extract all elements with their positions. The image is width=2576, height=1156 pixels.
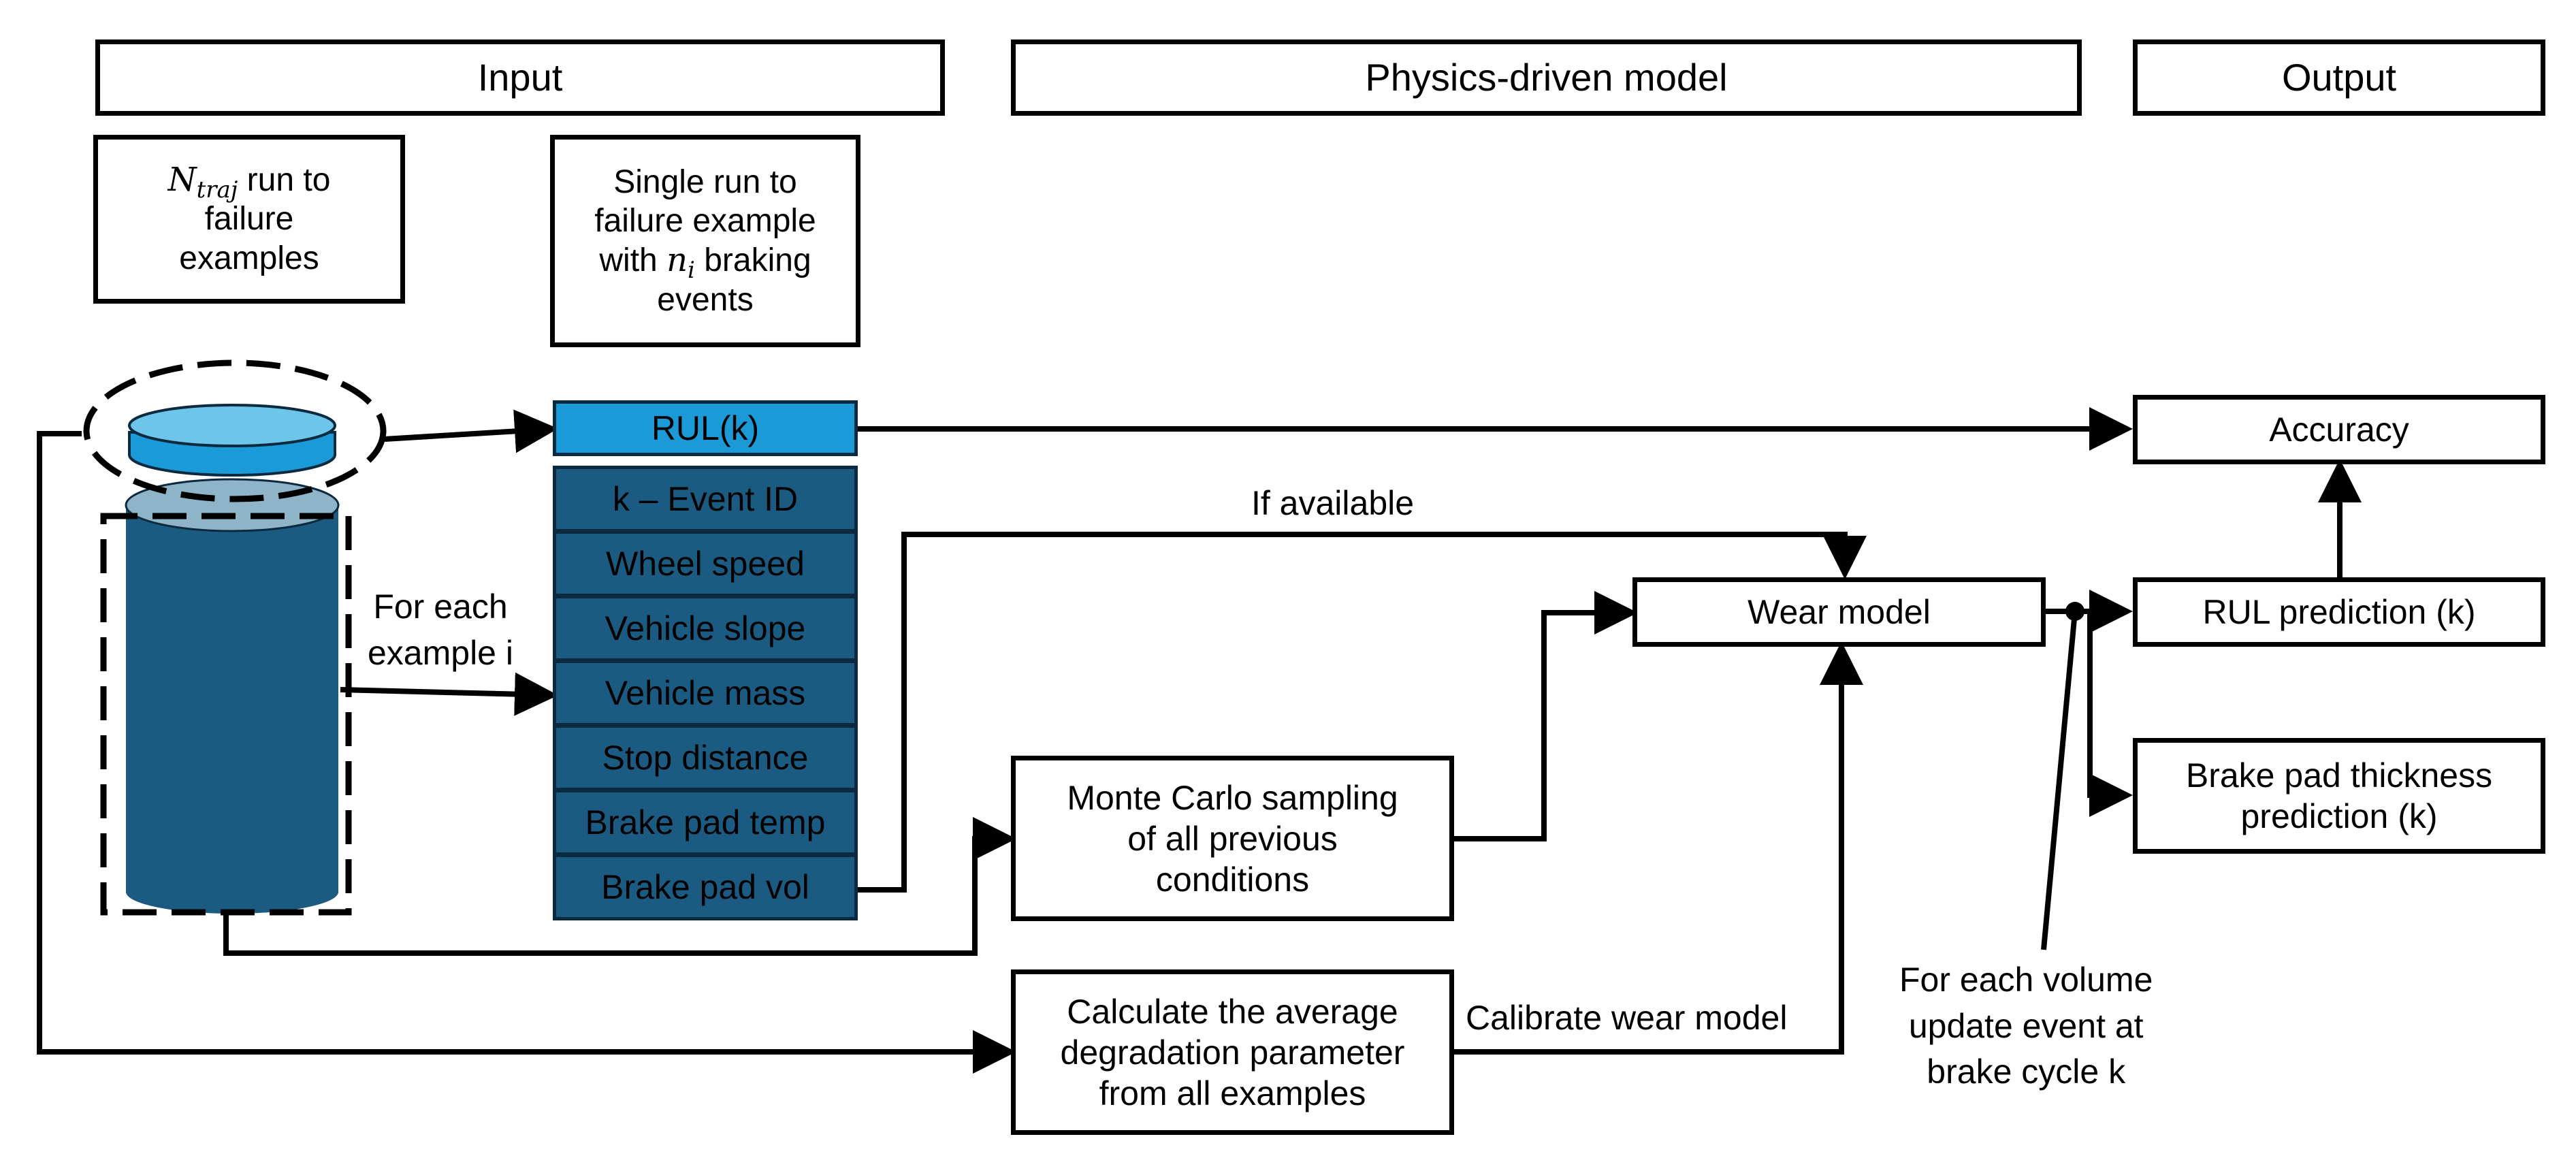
single-braking: braking <box>704 242 811 278</box>
n-traj-rest: run to <box>246 161 331 198</box>
single-run-dashed-outline <box>83 359 387 502</box>
arrow-disc-to-rul <box>384 409 558 453</box>
field-brake-pad-vol: Brake pad vol <box>553 854 858 920</box>
field-wheel-speed: Wheel speed <box>553 530 858 597</box>
volume-line3: brake cycle k <box>1927 1053 2126 1091</box>
brake-pad-thickness-prediction-box: Brake pad thickness prediction (k) <box>2133 738 2545 854</box>
arrow-all-examples-to-monte-carlo <box>223 817 1016 956</box>
single-n-subscript: i <box>687 257 695 284</box>
field-event-id: k – Event ID <box>553 466 858 532</box>
field-vehicle-mass: Vehicle mass <box>553 660 858 726</box>
volume-line2: update event at <box>1908 1006 2144 1045</box>
input-header: Input <box>95 39 945 116</box>
field-brake-pad-temp: Brake pad temp <box>553 789 858 856</box>
n-traj-examples-box: Ntraj run to failure examples <box>93 135 405 304</box>
database-disc-top <box>128 404 336 447</box>
field-vehicle-slope: Vehicle slope <box>553 595 858 662</box>
calc-line2: degradation parameter <box>1060 1033 1405 1072</box>
if-available-label: If available <box>1251 484 1415 522</box>
monte-carlo-line3: conditions <box>1155 860 1310 899</box>
arrow-cylinder-to-fields <box>340 672 558 716</box>
arrow-to-thickness <box>2087 611 2133 817</box>
single-line4: events <box>657 281 754 318</box>
arrow-if-available <box>858 532 1867 893</box>
database-bottom <box>126 870 338 914</box>
calc-line3: from all examples <box>1099 1074 1366 1112</box>
rul-field: RUL(k) <box>553 400 858 456</box>
calc-line1: Calculate the average <box>1067 992 1398 1031</box>
arrow-calibrate-wear-model <box>1454 641 1863 1055</box>
arrow-all-runs-to-calculate <box>37 431 1016 1074</box>
n-traj-line3: examples <box>179 240 319 276</box>
single-line3: with ni braking <box>599 241 811 284</box>
physics-model-header: Physics-driven model <box>1011 39 2082 116</box>
for-each-example-label: For each example i <box>368 584 513 676</box>
n-traj-line2: failure <box>204 201 294 238</box>
rul-prediction-box: RUL prediction (k) <box>2133 577 2545 647</box>
n-traj-line1: Ntraj run to <box>167 160 331 204</box>
n-traj-symbol: N <box>167 160 197 199</box>
single-with: with <box>599 242 658 278</box>
output-header: Output <box>2133 39 2545 116</box>
monte-carlo-line1: Monte Carlo sampling <box>1067 778 1398 817</box>
database-body <box>126 505 338 893</box>
accuracy-box: Accuracy <box>2133 395 2545 464</box>
n-traj-subscript: traj <box>196 176 238 204</box>
single-n-symbol: n <box>666 241 688 279</box>
junction-dot <box>2065 602 2084 621</box>
volume-line1: For each volume <box>1899 961 2153 999</box>
calculate-degradation-box: Calculate the average degradation parame… <box>1011 969 1454 1135</box>
thickness-line2: prediction (k) <box>2240 797 2438 835</box>
for-each-line2: example i <box>368 633 513 672</box>
monte-carlo-line2: of all previous <box>1127 819 1338 858</box>
database-icon <box>125 404 340 914</box>
volume-update-label: For each volume update event at brake cy… <box>1899 957 2153 1095</box>
arrow-monte-carlo-to-wear <box>1454 591 1638 841</box>
monte-carlo-sampling-box: Monte Carlo sampling of all previous con… <box>1011 756 1454 921</box>
single-run-example-box: Single run to failure example with ni br… <box>550 135 860 347</box>
single-line2: failure example <box>594 203 816 240</box>
thickness-line1: Brake pad thickness <box>2185 756 2493 794</box>
wear-model-box: Wear model <box>1632 577 2046 647</box>
volume-update-pointer <box>2041 611 2078 950</box>
field-stop-distance: Stop distance <box>553 724 858 791</box>
calibrate-wear-model-label: Calibrate wear model <box>1466 999 1788 1037</box>
for-each-line1: For each <box>373 588 508 626</box>
single-line1: Single run to <box>613 163 797 200</box>
